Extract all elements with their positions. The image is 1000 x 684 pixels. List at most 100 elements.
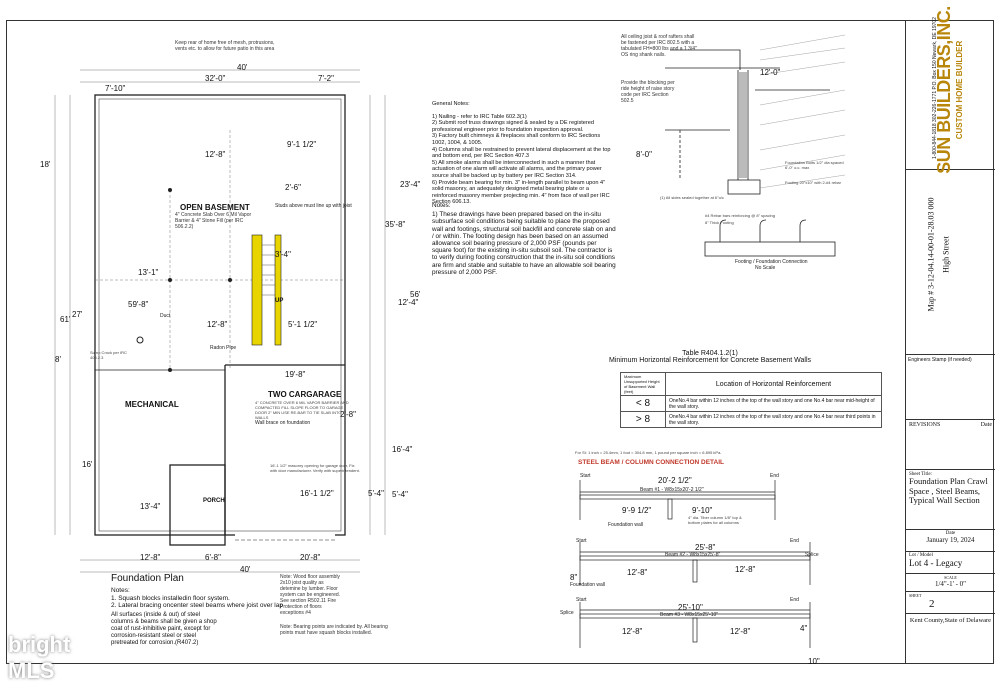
footing-label-rebar: #4 Rebar bars reinforcing @ 8" spacing [705, 213, 775, 218]
engineer-stamp: Engineers Stamp (if needed) [906, 355, 995, 420]
room-porch: PORCH [203, 498, 225, 504]
section-dim-b: 8'-0" [636, 150, 652, 159]
county-state: Kent County,State of Delaware [909, 617, 992, 624]
wood-floor-note: Note: Wood floor assembly 2x10 joist qua… [280, 574, 341, 616]
dim-mid-6: 5'-1 1/2" [288, 320, 318, 329]
dim-right-5: 16'-4" [392, 445, 413, 454]
section-callout-footing: Footing 20"x10" with 2-#4 rebar [785, 180, 841, 185]
general-notes: General Notes: 1) Nailing - refer to IRC… [432, 101, 612, 206]
dim-left-1: 18' [40, 160, 51, 169]
scale-value: 1/4"-1' - 0" [934, 580, 967, 588]
basement-outer-wall [94, 94, 346, 536]
soil-notes-text: 1) These drawings have been prepared bas… [432, 211, 616, 276]
footing-title: Footing / Foundation Connection [735, 259, 808, 265]
garage-opening-note: 16'-1 1/2" masonry opening for garage do… [270, 463, 360, 473]
table-row: > 8 OneNo.4 bar within 12 inches of the … [620, 411, 882, 428]
sheet-title: Foundation Plan Crawl Space , Steel Beam… [909, 476, 988, 505]
footing-label-thick: 8" Thick Footing [705, 220, 734, 225]
dim-top-b: 7'-2" [318, 74, 334, 83]
overall-width-top: 40' [237, 63, 248, 72]
wall-section-drawing [665, 34, 846, 195]
table-head-right: Location of Horizontal Reinforcement [665, 372, 882, 396]
bearing-note: Note: Bearing points are indicated by. A… [280, 624, 388, 636]
watermark-logo: bright MLS [8, 632, 71, 683]
company-block: SUN BUILDERS,INC. CUSTOM HOME BUILDER 1-… [906, 6, 995, 174]
room-mechanical: MECHANICAL [125, 400, 179, 409]
beam3-length: 25'-10" [678, 603, 703, 612]
title-block: SUN BUILDERS,INC. CUSTOM HOME BUILDER 1-… [905, 6, 995, 664]
beam3-beam: Beam #3 - W8x15x25'-10" [660, 612, 719, 618]
beam3-span-a: 12'-8" [622, 627, 643, 636]
sheet-label: SHEET [909, 593, 922, 598]
open-basement-note: 4" Concrete Slab Over 6 Mil Vapor Barrie… [175, 212, 252, 230]
beam1-column-note: 4" dia. Tiber column 1/8" top & bottom p… [688, 515, 742, 525]
footing-scale: No Scale [755, 265, 776, 271]
foundation-plan-title: Foundation Plan [111, 573, 184, 584]
overall-width-bottom: 40' [240, 565, 251, 574]
dim-porch-right: 5'-4" [368, 489, 384, 498]
dim-right-2: 35'-8" [385, 220, 406, 229]
sheet-date: January 19, 2024 [926, 536, 975, 544]
beam1-start: Start [580, 473, 591, 479]
beam3-right-a: 4" [800, 624, 808, 633]
sheet-number: 2 [929, 598, 935, 610]
room-open-basement: OPEN BASEMENT [180, 203, 250, 212]
table-footnote: For SI: 1 inch = 25.4mm, 1 foot = 304.8 … [575, 450, 722, 455]
dim-top-a: 32'-0" [205, 74, 226, 83]
street-name: High Street [941, 236, 951, 273]
beam2-splice: Splice [805, 552, 819, 558]
sump-crock-label: Sump Crock per IRC 405.2.3 [90, 350, 127, 360]
date-label: Date [945, 531, 956, 536]
table-head-left: Maximum Unsupported Height of Basement W… [620, 372, 666, 396]
dim-mid-1: 12'-8" [205, 150, 226, 159]
dim-right-1: 23'-4" [400, 180, 421, 189]
general-note-6: 6) Provide beam bearing for min. 3" in-l… [432, 179, 610, 206]
lot-model: Lot 4 - Legacy [909, 558, 963, 568]
dim-left-5: 16' [82, 460, 93, 469]
dim-bottom-1: 12'-8" [140, 553, 161, 562]
dim-right-4: 12'-4" [398, 298, 419, 307]
sheet-title-label: Sheet Title: [909, 472, 932, 477]
beam2-left: 8" [570, 573, 578, 582]
stair-up-label: UP [275, 298, 284, 304]
dim-left-3: 61' [60, 315, 71, 324]
beam1-wall: Foundation wall [608, 522, 644, 528]
wall-brace-note: Wall brace on foundation [255, 420, 311, 426]
garage-note: 4" CONCRETE OVER 6 MIL VAPOR BARRIER AND… [255, 400, 349, 420]
beam1-length: 20'-2 1/2" [658, 476, 692, 485]
dim-right-gar: 2'-8" [340, 410, 356, 419]
lot-label: Lot / Model [909, 553, 933, 558]
beam3-splice: Splice [560, 610, 574, 616]
table-caption-title: Minimum Horizontal Reinforcement for Con… [608, 357, 812, 364]
dim-mid-2: 9'-1 1/2" [287, 140, 317, 149]
foundation-plan-drawing [54, 69, 386, 573]
radon-pipe-label: Radon Pipe [210, 345, 237, 351]
beam1-span-b: 9'-10" [692, 506, 713, 515]
dim-center-left: 13'-1" [138, 268, 159, 277]
beam2-length: 25'-8" [695, 543, 716, 552]
dim-center-left3: 13'-4" [140, 502, 161, 511]
general-note-2: 2) Submit roof truss drawings signed & s… [432, 120, 594, 133]
studs-note: Studs above must line up with joist [275, 203, 352, 209]
dim-bottom-3: 20'-8" [300, 553, 321, 562]
map-number: Map # 3-12-04.14-00-01-28.03 000 [926, 197, 936, 312]
dim-garage-top: 19'-8" [285, 370, 306, 379]
beam2-end: End [790, 538, 799, 544]
beam2-start: Start [576, 538, 587, 544]
section-caption: (1) All sides sealed together at 6"o/c [660, 195, 724, 200]
general-note-4: 4) Columns shall be restrained to preven… [432, 146, 611, 160]
dim-mid-5: 12'-8" [207, 320, 228, 329]
beam3-right-b: 10" [808, 657, 820, 666]
scale-block: SCALE 1/4"-1' - 0" [906, 574, 995, 592]
general-note-1: 1) Nailing - refer to IRC Table 602.3(1) [432, 113, 527, 120]
beam2-beam: Beam #2 - W8x15x25'-8" [665, 552, 721, 558]
general-note-5: 5) All smoke alarms shall be interconnec… [432, 159, 602, 179]
dim-left-2: 8' [55, 355, 61, 364]
dim-left-4: 27' [72, 310, 83, 319]
beam1-span-a: 9'-9 1/2" [622, 506, 652, 515]
dim-right-3: 56' [410, 290, 421, 299]
scale-label: SCALE [944, 575, 957, 580]
sheet-number-block: SHEET 2 [906, 592, 995, 614]
dim-porch-bottom: 16'-1 1/2" [300, 489, 334, 498]
beam3-span-b: 12'-8" [730, 627, 751, 636]
